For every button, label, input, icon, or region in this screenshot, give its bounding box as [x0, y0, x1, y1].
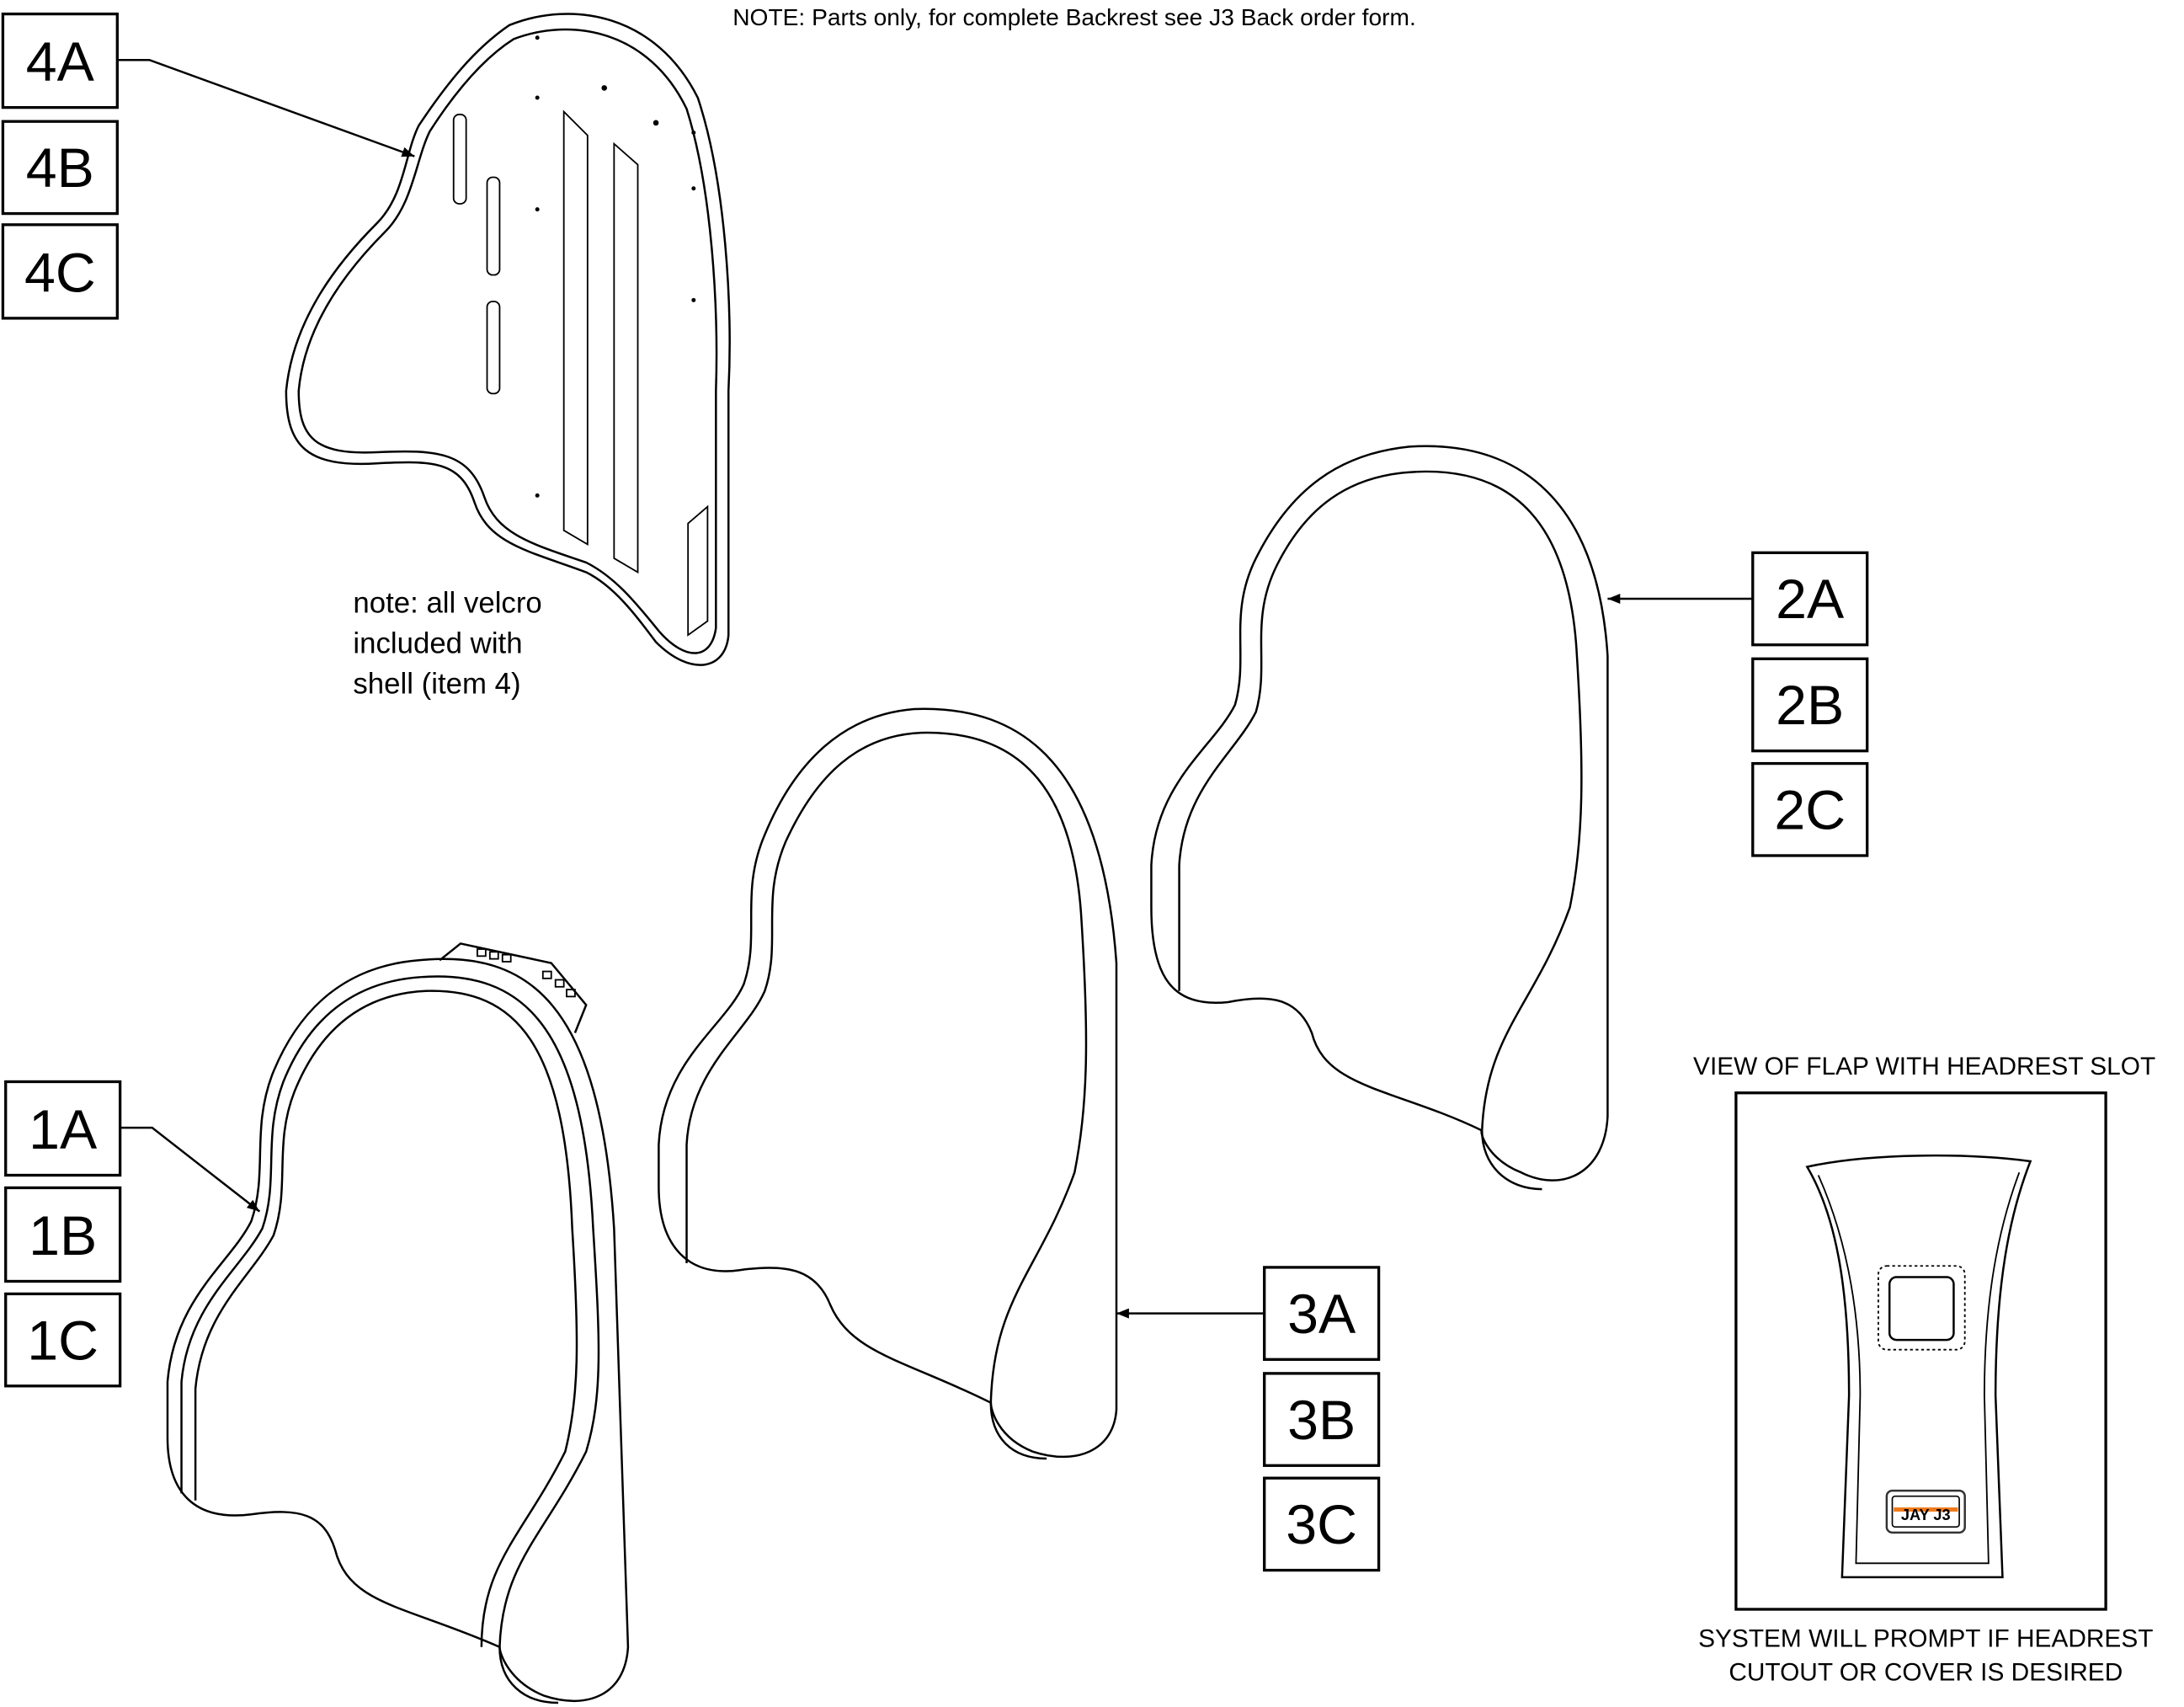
- callout-3b: 3B: [1287, 1390, 1356, 1452]
- callout-2a: 2A: [1776, 568, 1845, 631]
- svg-text:JAY J3: JAY J3: [1901, 1506, 1951, 1523]
- callout-4b: 4B: [26, 137, 94, 200]
- callouts-item-2: 2A 2B 2C: [1751, 551, 1869, 857]
- callout-1c: 1C: [27, 1310, 99, 1372]
- callout-1a: 1A: [29, 1099, 98, 1161]
- callout-3a: 3A: [1287, 1283, 1356, 1346]
- callouts-item-3: 3A 3B 3C: [1263, 1266, 1381, 1572]
- callout-1b: 1B: [29, 1205, 97, 1267]
- prompt-note-line-1: SYSTEM WILL PROMPT IF HEADREST: [1698, 1625, 2153, 1653]
- jay-j3-logo: JAY J3: [1885, 1489, 1966, 1534]
- top-note: NOTE: Parts only, for complete Backrest …: [732, 3, 1416, 30]
- backrest-item-3: [658, 707, 1118, 1460]
- callout-4a: 4A: [26, 31, 95, 93]
- shell-item-4: [285, 13, 731, 666]
- flap-view: JAY J3: [1734, 1091, 2107, 1611]
- callouts-item-1: 1A 1B 1C: [4, 1080, 122, 1388]
- velcro-note-line-1: note: all velcro: [353, 587, 541, 620]
- backrest-item-1: [166, 942, 630, 1704]
- velcro-note-line-3: shell (item 4): [353, 668, 520, 701]
- prompt-note-line-2: CUTOUT OR COVER IS DESIRED: [1729, 1659, 2123, 1687]
- flap-view-title: VIEW OF FLAP WITH HEADREST SLOT: [1693, 1053, 2155, 1080]
- callout-2c: 2C: [1774, 779, 1846, 841]
- callout-3c: 3C: [1286, 1494, 1357, 1556]
- callout-2b: 2B: [1776, 675, 1844, 737]
- velcro-note-line-2: included with: [353, 627, 522, 660]
- callouts-item-4: 4A 4B 4C: [1, 12, 119, 320]
- backrest-item-2: [1150, 445, 1609, 1191]
- callout-4c: 4C: [24, 242, 96, 304]
